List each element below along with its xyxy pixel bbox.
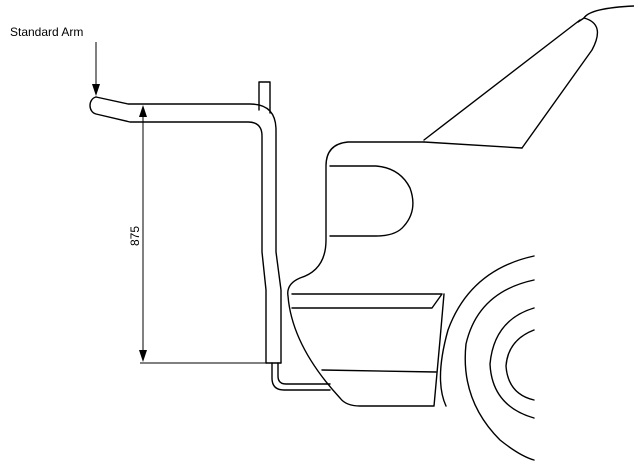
fascia-outline [287,141,445,407]
callout-arrowhead [92,84,100,96]
hood-lower-edge [423,141,523,149]
bumper-upper-edge [291,293,443,309]
wheel-arch-outer [439,255,535,407]
height-dimension: 875 [128,103,266,364]
roof-line [583,5,634,19]
upright-post [258,81,271,114]
standard-arm [89,81,282,364]
wheel-arch-inner [464,279,535,461]
bracket-outer [271,362,331,391]
dimension-value-label: 875 [128,226,142,246]
hood-line [423,19,581,141]
arm-tube-outer [89,96,267,364]
dimension-arrow-top [139,105,147,117]
bumper-lower-crease [321,369,437,373]
mount-bracket [271,362,331,391]
arm-tube-inner [95,96,282,364]
dimension-arrow-bottom [139,350,147,362]
arm-callout: Standard Arm [10,25,100,96]
wheel-rim [505,329,535,401]
vehicle-front [287,5,634,461]
arm-callout-label: Standard Arm [10,25,83,39]
bracket-inner [277,362,331,385]
headlamp [329,165,414,237]
a-pillar [521,17,599,149]
tyre-outline [489,307,535,419]
